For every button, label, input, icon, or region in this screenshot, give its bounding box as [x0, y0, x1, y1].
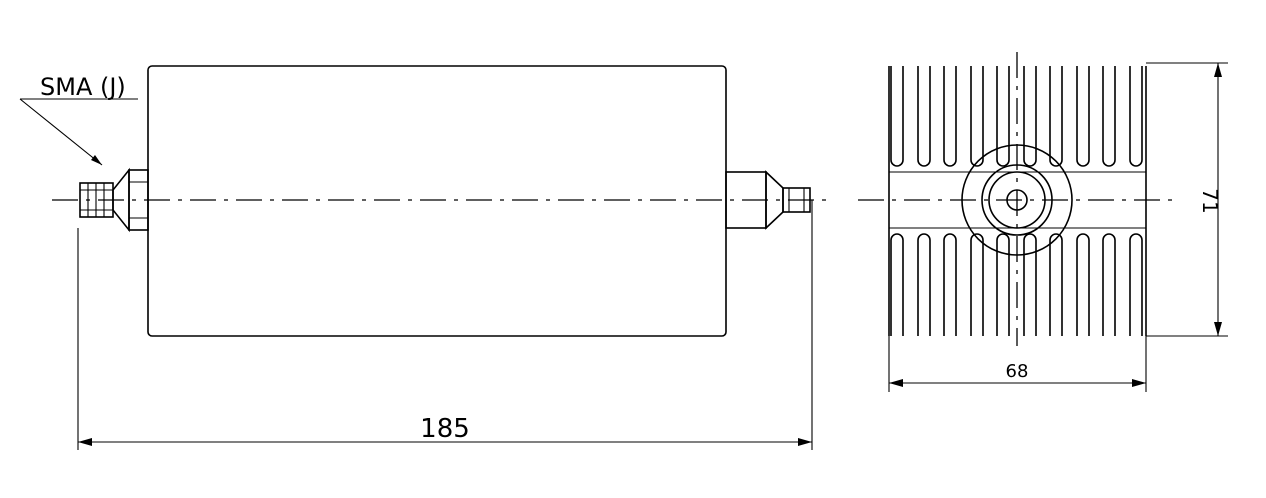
height-arrow-top — [1214, 63, 1222, 77]
heatsink-fin-top — [996, 66, 1010, 167]
heatsink-fin-bottom — [996, 233, 1010, 336]
heatsink-fin-bottom — [917, 233, 931, 336]
height-arrow-bottom — [1214, 322, 1222, 336]
sma-leader-arrow-line — [19, 98, 103, 166]
heatsink-fin-bottom — [1023, 233, 1037, 336]
length-arrow-right — [798, 438, 812, 446]
heatsink-fin-top — [1129, 66, 1143, 167]
heatsink-fin-bottom — [1076, 233, 1090, 336]
attenuator-body — [147, 65, 727, 337]
heatsink-fins-top — [888, 66, 1147, 336]
heatsink-fin-bottom — [1102, 233, 1116, 336]
heatsink-fin-bottom — [943, 233, 957, 336]
connector-label: SMA (J) — [40, 73, 126, 101]
heatsink-fin-bottom — [1049, 233, 1063, 336]
height-dimension-label: 71 — [1198, 188, 1222, 213]
end-view: 71 68 — [858, 52, 1228, 392]
heatsink-fin-top — [1023, 66, 1037, 167]
heatsink-fin-top — [890, 66, 904, 167]
length-dimension-label: 185 — [420, 414, 470, 444]
heatsink-fin-top — [1049, 66, 1063, 167]
heatsink-fin-top — [1076, 66, 1090, 167]
heatsink-fin-top — [917, 66, 931, 167]
heatsink-fin-top — [943, 66, 957, 167]
heatsink-fin-top — [970, 66, 984, 167]
length-arrow-left — [78, 438, 92, 446]
heatsink-fin-top — [1102, 66, 1116, 167]
width-arrow-left — [889, 379, 903, 387]
sma-leader-arrowhead — [91, 155, 102, 165]
heatsink-fins-bottom — [890, 233, 1143, 336]
heatsink-fin-bottom — [1129, 233, 1143, 336]
heatsink-fin-bottom — [970, 233, 984, 336]
width-dimension-label: 68 — [1006, 361, 1029, 382]
right-connector-taper — [765, 170, 784, 230]
heatsink-fin-bottom — [890, 233, 904, 336]
side-view: SMA (J) 185 — [19, 65, 830, 450]
width-arrow-right — [1132, 379, 1146, 387]
